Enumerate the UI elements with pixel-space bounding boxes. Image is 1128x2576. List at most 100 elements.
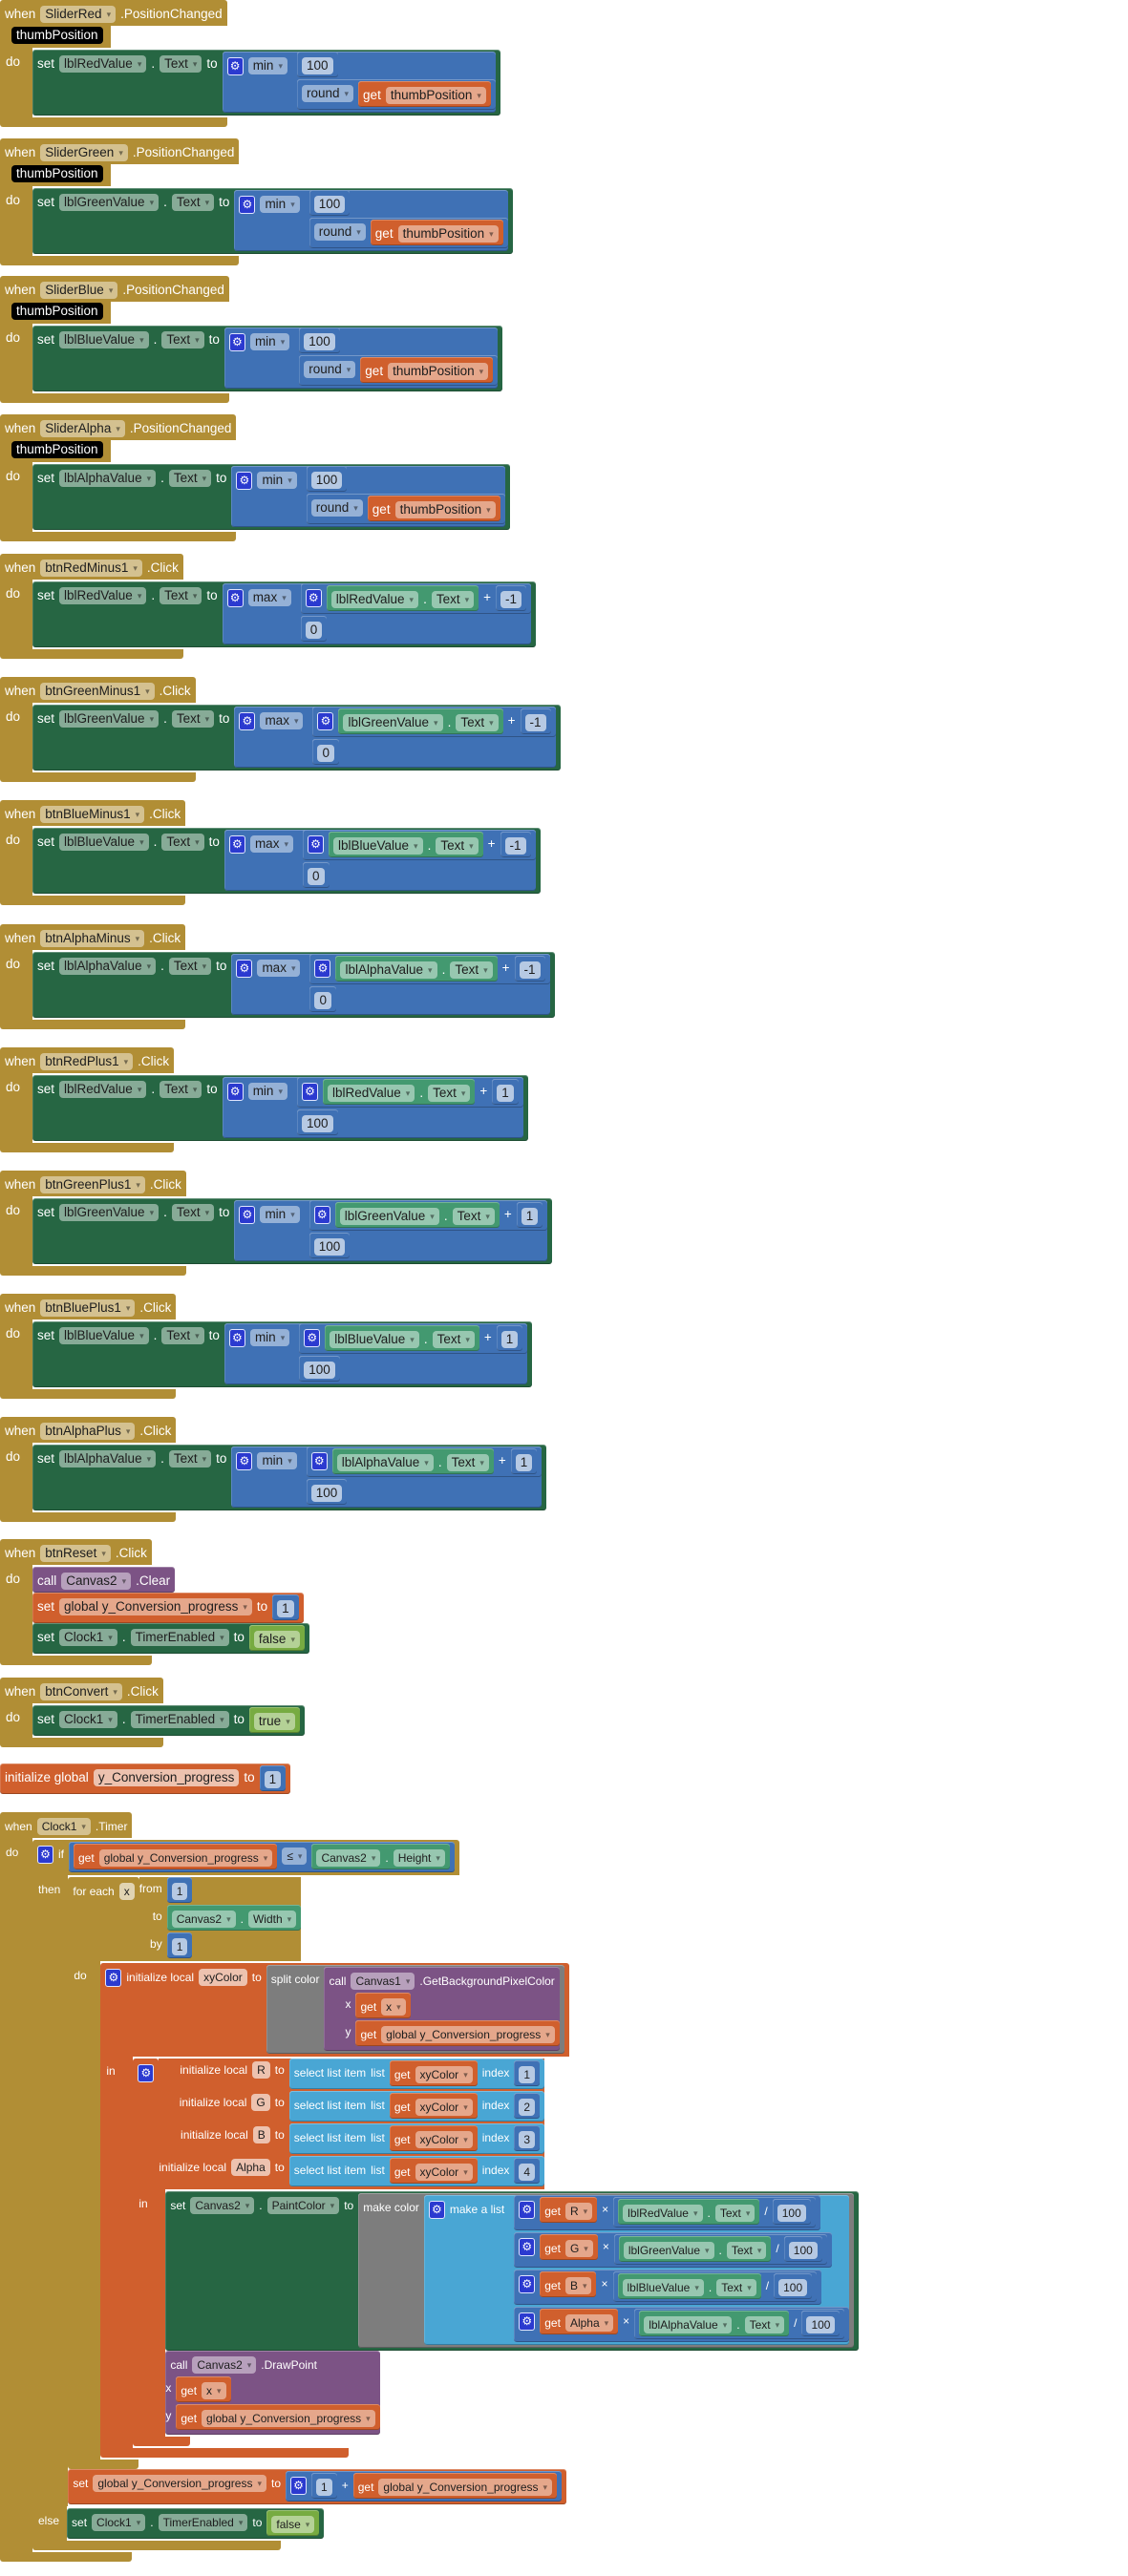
math-block[interactable]: lblRedValue▾.Text▾/100: [613, 2197, 816, 2228]
math-block[interactable]: ⚙lblAlphaValue▾.Text▾+1: [306, 1446, 543, 1477]
dropdown-field[interactable]: lblGreenValue▾: [339, 1208, 439, 1225]
text-field[interactable]: 100: [301, 57, 333, 74]
math-block[interactable]: ⚙lblRedValue▾.Text▾+1: [296, 1077, 523, 1108]
text-field[interactable]: R: [252, 2061, 270, 2079]
math-block[interactable]: 4: [514, 2158, 541, 2184]
math-block[interactable]: 0: [309, 986, 336, 1012]
dropdown-field[interactable]: thumbPosition▾: [394, 501, 496, 518]
text-field[interactable]: x: [118, 1883, 135, 1900]
dropdown-field[interactable]: Text▾: [456, 714, 499, 731]
dropdown-field[interactable]: xyColor▾: [415, 2131, 473, 2148]
math-block[interactable]: 1: [510, 1448, 538, 1474]
dropdown-field[interactable]: lblBlueValue▾: [622, 2279, 704, 2296]
dropdown-field[interactable]: max▾: [260, 712, 304, 729]
text-field[interactable]: B: [252, 2126, 270, 2143]
math-block[interactable]: 2: [514, 2093, 541, 2119]
dropdown-field[interactable]: false▾: [253, 1631, 300, 1648]
mutator-gear-icon[interactable]: ⚙: [519, 2312, 536, 2331]
dropdown-field[interactable]: global y_Conversion_progress▾: [202, 2410, 375, 2427]
dropdown-field[interactable]: Text▾: [431, 591, 475, 608]
math-block[interactable]: -1: [514, 956, 545, 982]
mutator-gear-icon[interactable]: ⚙: [226, 589, 244, 607]
getter-block[interactable]: Canvas2▾.Height▾: [311, 1844, 450, 1869]
mutator-gear-icon[interactable]: ⚙: [305, 589, 322, 607]
dropdown-field[interactable]: lblRedValue▾: [623, 2205, 703, 2222]
event-parameter[interactable]: thumbPosition: [11, 441, 103, 458]
getter-block[interactable]: lblRedValue▾.Text▾: [618, 2199, 760, 2225]
dropdown-field[interactable]: btnBlueMinus1▾: [40, 806, 145, 823]
dropdown-field[interactable]: Alpha▾: [564, 2314, 614, 2332]
dropdown-field[interactable]: max▾: [257, 960, 301, 977]
math-block[interactable]: 100: [296, 1109, 338, 1135]
dropdown-field[interactable]: Text▾: [452, 1208, 495, 1225]
text-field[interactable]: 1: [316, 2479, 332, 2496]
logic-block[interactable]: true▾: [248, 1707, 300, 1733]
getter-block[interactable]: lblRedValue▾.Text▾: [326, 585, 479, 611]
dropdown-field[interactable]: Text▾: [160, 55, 202, 73]
dropdown-field[interactable]: Text▾: [161, 331, 204, 348]
dropdown-field[interactable]: min▾: [247, 57, 287, 74]
dropdown-field[interactable]: round▾: [313, 223, 366, 241]
text-field[interactable]: 100: [310, 472, 343, 489]
math-block[interactable]: 1: [516, 1202, 543, 1228]
dropdown-field[interactable]: btnAlphaPlus▾: [40, 1423, 136, 1440]
dropdown-field[interactable]: ≤▾: [282, 1848, 308, 1865]
event-parameter[interactable]: thumbPosition: [11, 165, 103, 182]
getter-block[interactable]: lblGreenValue▾.Text▾: [338, 708, 503, 734]
dropdown-field[interactable]: lblAlphaValue▾: [644, 2316, 733, 2333]
dropdown-field[interactable]: xyColor▾: [415, 2066, 473, 2083]
dropdown-field[interactable]: Text▾: [450, 961, 493, 979]
math-block[interactable]: lblBlueValue▾.Text▾/100: [612, 2271, 818, 2302]
dropdown-field[interactable]: thumbPosition▾: [388, 363, 489, 380]
dropdown-field[interactable]: Canvas1▾: [351, 1973, 415, 1990]
dropdown-field[interactable]: TimerEnabled▾: [158, 2514, 248, 2531]
math-block[interactable]: -1: [496, 585, 527, 611]
mutator-gear-icon[interactable]: ⚙: [290, 2477, 308, 2495]
getter-block[interactable]: lblRedValue▾.Text▾: [322, 1079, 476, 1105]
text-field[interactable]: -1: [524, 714, 546, 731]
mutator-gear-icon[interactable]: ⚙: [304, 1329, 321, 1347]
dropdown-field[interactable]: false▾: [271, 2516, 315, 2533]
dropdown-field[interactable]: Text▾: [716, 2279, 756, 2296]
text-field[interactable]: 100: [777, 2205, 806, 2222]
dropdown-field[interactable]: min▾: [257, 472, 297, 489]
math-block[interactable]: ⚙lblGreenValue▾.Text▾+1: [309, 1200, 548, 1231]
mutator-gear-icon[interactable]: ⚙: [236, 472, 253, 490]
getter-block[interactable]: lblAlphaValue▾.Text▾: [335, 956, 498, 982]
dropdown-field[interactable]: B▾: [564, 2277, 592, 2294]
dropdown-field[interactable]: global y_Conversion_progress▾: [378, 2479, 553, 2496]
dropdown-field[interactable]: true▾: [253, 1713, 295, 1730]
dropdown-field[interactable]: Text▾: [160, 1081, 202, 1098]
dropdown-field[interactable]: btnReset▾: [40, 1545, 111, 1562]
math-block[interactable]: 0: [312, 739, 339, 765]
dropdown-field[interactable]: min▾: [260, 1206, 300, 1223]
text-field[interactable]: 0: [305, 622, 323, 639]
math-block[interactable]: ⚙lblBlueValue▾.Text▾+-1: [302, 830, 536, 860]
